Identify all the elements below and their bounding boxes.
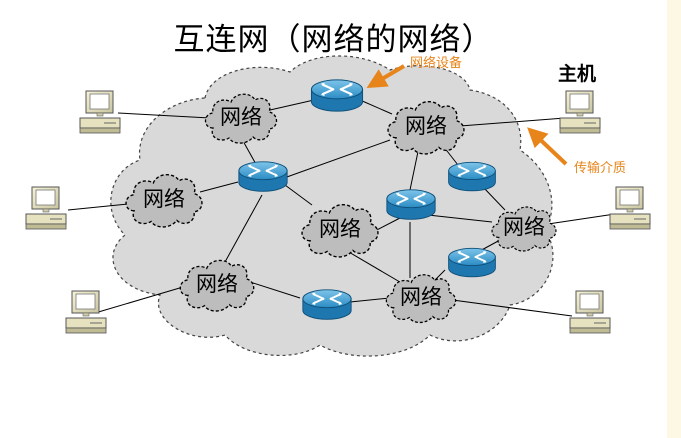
computer-icon bbox=[25, 186, 67, 230]
network-cloud-7: 网络 bbox=[385, 274, 457, 324]
network-label: 网络 bbox=[143, 187, 185, 211]
router-icon bbox=[310, 78, 364, 113]
network-label: 网络 bbox=[196, 272, 238, 296]
network-label: 网络 bbox=[319, 217, 361, 241]
network-cloud-6: 网络 bbox=[179, 259, 255, 312]
network-cloud-2: 网络 bbox=[387, 100, 465, 155]
side-strip bbox=[667, 0, 681, 438]
network-label: 网络 bbox=[503, 215, 545, 239]
network-cloud-1: 网络 bbox=[204, 93, 278, 144]
router-icon bbox=[237, 160, 289, 193]
router-icon bbox=[447, 247, 497, 278]
device-label: 网络设备 bbox=[410, 55, 462, 71]
host-label: 主机 bbox=[558, 63, 596, 85]
computer-icon bbox=[569, 290, 611, 334]
computer-icon bbox=[559, 90, 601, 134]
device-arrow bbox=[366, 64, 406, 89]
medium-label: 传输介质 bbox=[574, 160, 626, 176]
medium-arrow bbox=[527, 127, 568, 166]
network-cloud-5: 网络 bbox=[491, 206, 557, 252]
network-label: 网络 bbox=[400, 285, 442, 309]
computer-icon bbox=[79, 90, 121, 134]
page-title: 互连网（网络的网络） bbox=[173, 22, 494, 58]
router-icon bbox=[385, 188, 437, 221]
computer-icon bbox=[609, 186, 651, 230]
network-label: 网络 bbox=[220, 105, 262, 129]
network-cloud-3: 网络 bbox=[125, 173, 203, 228]
network-cloud-4: 网络 bbox=[301, 203, 379, 258]
router-icon bbox=[447, 161, 497, 192]
network-label: 网络 bbox=[405, 114, 447, 138]
router-icon bbox=[301, 288, 353, 321]
